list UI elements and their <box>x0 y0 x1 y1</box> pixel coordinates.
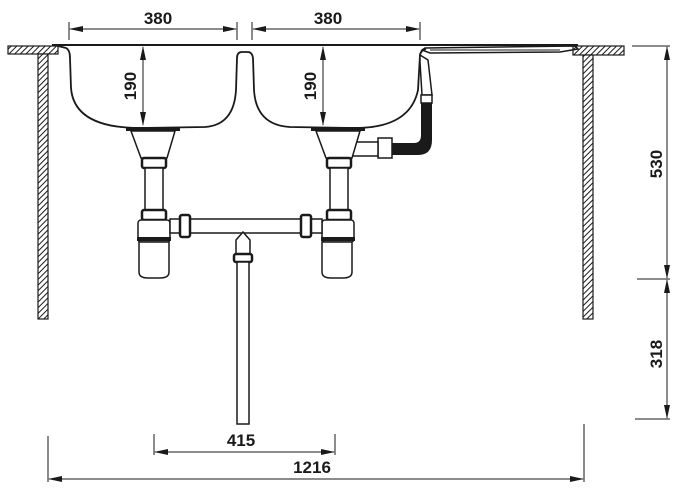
dimension-bowl-left-depth: 190 <box>121 46 146 126</box>
dimension-bowl-left-width: 380 <box>68 9 238 40</box>
left-cabinet-side <box>7 45 59 320</box>
right-cabinet-side <box>572 45 625 320</box>
dimension-bowl-right-depth: 190 <box>301 46 326 126</box>
dimension-siphon-spacing: 415 <box>153 431 336 455</box>
dimension-bowl-right-width: 380 <box>251 9 421 40</box>
left-bottle-trap <box>126 127 180 279</box>
dim-label-190-left: 190 <box>121 72 140 100</box>
dim-label-190-right: 190 <box>301 72 320 100</box>
drainboard <box>420 45 580 54</box>
dimension-drain-height: 318 <box>635 279 670 420</box>
left-sink-bowl <box>57 45 254 129</box>
horizontal-connector-pipe <box>169 213 323 239</box>
vertical-waste-pipe <box>232 230 254 425</box>
dim-label-380-left: 380 <box>144 9 172 28</box>
dim-label-318: 318 <box>647 340 666 368</box>
dim-label-380-right: 380 <box>314 9 342 28</box>
dim-label-415: 415 <box>227 431 255 450</box>
dimension-overall-width: 1216 <box>47 424 585 482</box>
right-sink-bowl <box>252 48 427 129</box>
dim-label-1216: 1216 <box>293 458 331 477</box>
dimension-cabinet-height: 530 <box>632 45 670 280</box>
dim-label-530: 530 <box>647 150 666 178</box>
right-bottle-trap <box>311 127 365 279</box>
